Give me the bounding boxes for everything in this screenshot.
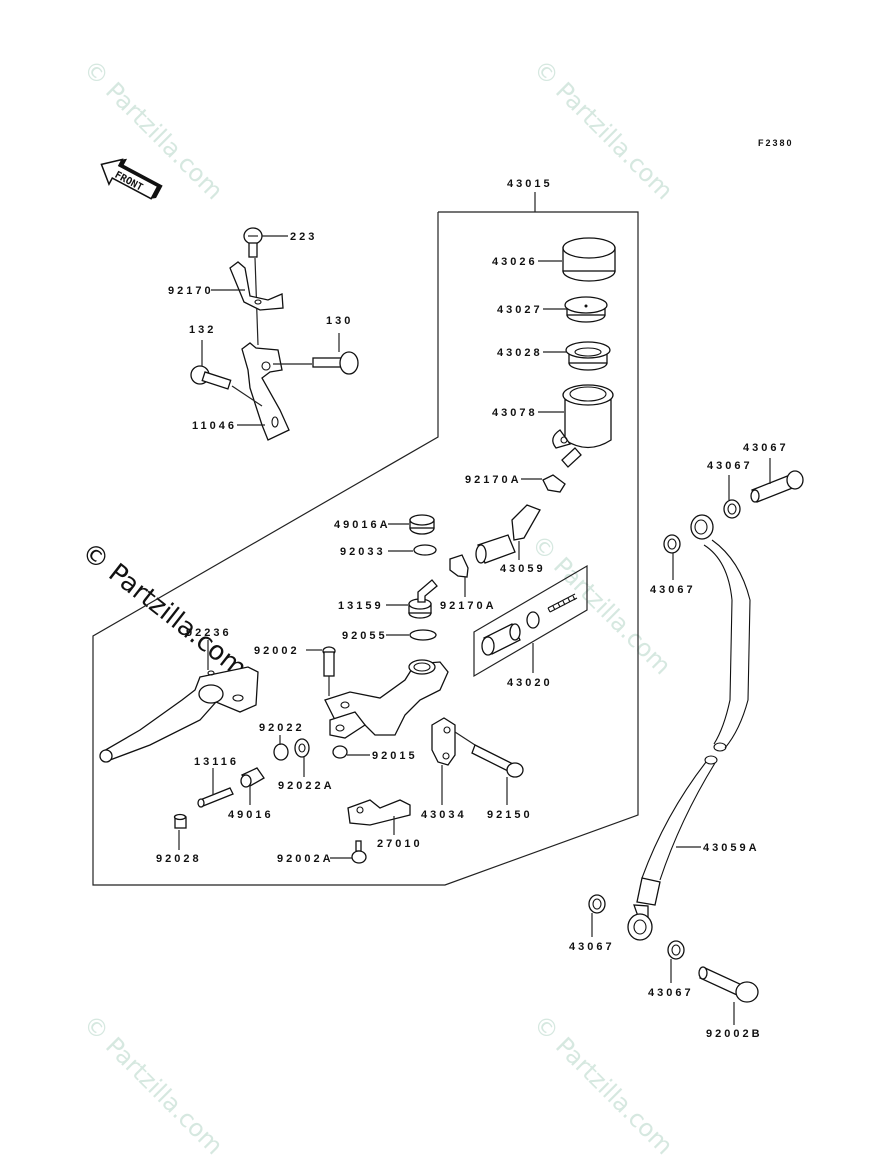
label-92170: 92170 (168, 285, 214, 297)
label-49016A: 49016A (334, 519, 391, 531)
label-43067-a: 43067 (707, 460, 753, 472)
circlip-92033 (413, 544, 437, 556)
label-132: 132 (189, 324, 216, 336)
pin-13116 (197, 787, 234, 808)
label-92028: 92028 (156, 853, 202, 865)
watermark: © Partzilla.com (528, 1009, 679, 1160)
assembly-outline-43020 (473, 564, 588, 678)
reservoir-43078 (552, 384, 614, 468)
label-43027: 43027 (497, 304, 543, 316)
label-92022: 92022 (259, 722, 305, 734)
clamp-92170 (229, 261, 284, 311)
label-43067-d: 43067 (648, 987, 694, 999)
lever-92236 (99, 666, 259, 763)
plate-43027 (564, 296, 608, 323)
label-92170A-upper: 92170A (465, 474, 522, 486)
master-cylinder-body (324, 659, 449, 739)
label-43067-c: 43067 (569, 941, 615, 953)
label-92236: 92236 (186, 627, 232, 639)
assembly-outline-43015 (92, 211, 639, 886)
label-92002B-lower: 92002B (706, 1028, 763, 1040)
fitting-13159 (408, 579, 438, 619)
watermark: © Partzilla.com (78, 1009, 229, 1160)
label-92002A: 92002A (277, 853, 334, 865)
gasket-43067-a (723, 499, 741, 519)
nut-92015 (332, 745, 348, 759)
front-arrow-icon: FRONT (100, 158, 163, 200)
brake-hose-43059A (627, 514, 751, 941)
banjo-bolt-92002B-lower (698, 966, 759, 1003)
bolt-92150 (471, 744, 524, 778)
label-92002B-upper: 43067 (743, 442, 789, 454)
label-43028: 43028 (497, 347, 543, 359)
label-43059A: 43059A (703, 842, 760, 854)
circlip-92022 (273, 743, 289, 761)
diaphragm-43028 (565, 341, 611, 371)
label-13159: 13159 (338, 600, 384, 612)
label-43059: 43059 (500, 563, 546, 575)
label-223: 223 (290, 231, 317, 243)
label-92033: 92033 (340, 546, 386, 558)
label-43015: 43015 (507, 178, 553, 190)
clamp-92170A-lower (449, 554, 469, 578)
hose-43059 (475, 504, 541, 564)
banjo-bolt-92002B-upper (750, 470, 804, 503)
watermark: © Partzilla.com (526, 529, 677, 680)
switch-27010 (347, 799, 411, 826)
bracket-11046 (241, 342, 290, 441)
label-11046: 11046 (192, 420, 237, 432)
label-92002: 92002 (254, 645, 300, 657)
figure-code: F2380 (758, 138, 794, 148)
label-92170A-lower: 92170A (440, 600, 497, 612)
reservoir-cap-43026 (562, 237, 616, 282)
bolt-132 (190, 365, 232, 390)
label-43067-b: 43067 (650, 584, 696, 596)
label-43034: 43034 (421, 809, 467, 821)
label-13116: 13116 (194, 756, 239, 768)
bolt-130 (312, 351, 359, 375)
gasket-43067-d (667, 940, 685, 960)
label-49016: 49016 (228, 809, 274, 821)
label-43078: 43078 (492, 407, 538, 419)
label-92015: 92015 (372, 750, 418, 762)
label-43020: 43020 (507, 677, 553, 689)
cap-49016A (409, 514, 435, 535)
label-130: 130 (326, 315, 353, 327)
screw-223 (243, 227, 263, 258)
clamp-92170A-upper (542, 474, 566, 493)
label-92150: 92150 (487, 809, 533, 821)
label-92022A: 92022A (278, 780, 335, 792)
gasket-43067-b (663, 534, 681, 554)
holder-43034 (431, 717, 456, 766)
pivot-bolt-92002 (322, 646, 336, 677)
bushing-92028 (173, 813, 187, 829)
cap-49016 (240, 767, 265, 788)
gasket-43067-c (588, 894, 606, 914)
label-27010: 27010 (377, 838, 423, 850)
piston-kit-parts (481, 593, 578, 656)
oring-92055 (409, 629, 437, 641)
washer-92022A (294, 738, 310, 758)
bolt-92002A (351, 840, 367, 864)
label-92055: 92055 (342, 630, 388, 642)
label-43026: 43026 (492, 256, 538, 268)
